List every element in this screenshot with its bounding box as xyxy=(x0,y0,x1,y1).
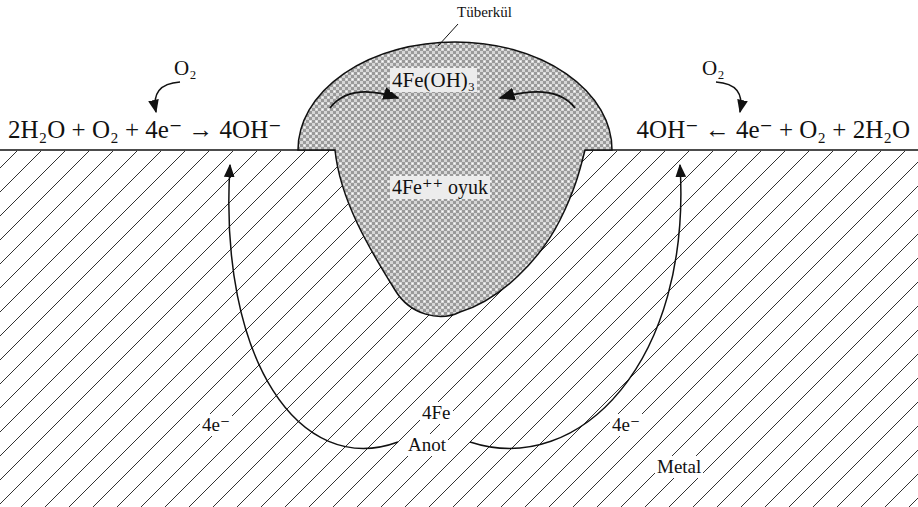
tubercle-shape xyxy=(290,0,625,330)
diagram-label: 4e⁻ xyxy=(200,414,232,436)
hydroxide-arrow xyxy=(500,92,575,108)
diagram-label: O₂ xyxy=(172,56,199,80)
hydroxide-arrow xyxy=(330,92,398,108)
diagram-label: Metal xyxy=(655,456,703,478)
diagram-label: 2H₂O + O₂ + 4e⁻ → 4OH⁻ xyxy=(6,116,283,145)
tubercle-title: Tüberkül xyxy=(455,4,514,21)
chemical-label: 4Fe⁺⁺ oyuk xyxy=(390,176,490,199)
diagram-label: 4OH⁻ ← 4e⁻ + O₂ + 2H₂O xyxy=(635,116,912,145)
diagram-label: O₂ xyxy=(700,56,727,80)
diagram-label: Anot xyxy=(406,434,448,456)
diagram-label: 4e⁻ xyxy=(610,414,642,436)
chemical-label: 4Fe(OH)₃ xyxy=(390,68,477,92)
leader-line xyxy=(438,24,458,46)
oxygen-arrow xyxy=(155,82,180,112)
tubercle-outline xyxy=(298,42,612,316)
diagram-label: 4Fe xyxy=(420,402,453,424)
oxygen-arrow xyxy=(716,82,741,112)
tubercle-node: Tüberkül 4Fe(OH)₃ 4Fe⁺⁺ oyuk xyxy=(290,0,625,330)
